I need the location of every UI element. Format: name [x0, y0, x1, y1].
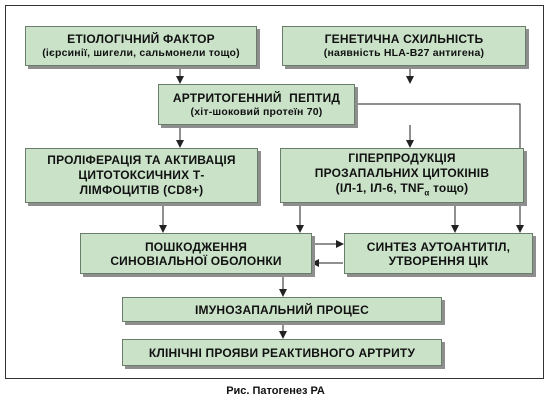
etiological-factor-box: ЕТІОЛОГІЧНИЙ ФАКТОР (ієрсинії, шигели, с…	[25, 26, 257, 66]
genetic-predisposition-box: ГЕНЕТИЧНА СХИЛЬНІСТЬ (наявність HLA-B27 …	[282, 26, 526, 66]
hyperproduction-line-3: (ІЛ-1, ІЛ-6, TNFα тощо)	[335, 180, 469, 198]
clinical-manifestations-title: КЛІНІЧНІ ПРОЯВИ РЕАКТИВНОГО АРТРИТУ	[148, 345, 416, 360]
proliferation-line-3: ЛІМФОЦИТІВ (CD8+)	[79, 183, 204, 197]
autoantibodies-line-1: СИНТЕЗ АУТОАНТИТІЛ,	[366, 239, 511, 254]
clinical-manifestations-box: КЛІНІЧНІ ПРОЯВИ РЕАКТИВНОГО АРТРИТУ	[122, 339, 442, 366]
arthritogenic-peptide-subtitle: (хіт-шоковий протеїн 70)	[190, 105, 323, 118]
arthritogenic-peptide-title: АРТРИТОГЕННИЙ ПЕПТИД	[172, 90, 341, 105]
arthritogenic-peptide-box: АРТРИТОГЕННИЙ ПЕПТИД (хіт-шоковий протеї…	[158, 84, 355, 125]
synovial-damage-line-2: СИНОВІАЛЬНОЇ ОБОЛОНКИ	[110, 253, 282, 268]
proliferation-line-1: ПРОЛІФЕРАЦІЯ ТА АКТИВАЦІЯ	[47, 153, 236, 167]
synovial-damage-box: ПОШКОДЖЕННЯ СИНОВІАЛЬНОЇ ОБОЛОНКИ	[80, 233, 312, 274]
immunoinflammatory-box: ІМУНОЗАПАЛЬНИЙ ПРОЦЕС	[122, 297, 442, 322]
genetic-predisposition-subtitle: (наявність HLA-B27 антигена)	[323, 47, 485, 59]
proliferation-line-2: ЦИТОТОКСИЧНИХ Т-	[78, 168, 205, 182]
hyperproduction-box: ГІПЕРПРОДУКЦІЯ ПРОЗАПАЛЬНИХ ЦИТОКІНІВ (І…	[280, 148, 524, 203]
figure-caption: Рис. Патогенез РА	[226, 385, 325, 397]
autoantibodies-line-2: УТВОРЕННЯ ЦІК	[388, 253, 489, 268]
immunoinflammatory-title: ІМУНОЗАПАЛЬНИЙ ПРОЦЕС	[195, 302, 369, 317]
synovial-damage-line-1: ПОШКОДЖЕННЯ	[144, 239, 248, 254]
etiological-factor-title: ЕТІОЛОГІЧНИЙ ФАКТОР	[67, 32, 215, 46]
autoantibodies-box: СИНТЕЗ АУТОАНТИТІЛ, УТВОРЕННЯ ЦІК	[344, 233, 533, 274]
hyperproduction-line-1: ГІПЕРПРОДУКЦІЯ	[348, 150, 456, 165]
etiological-factor-subtitle: (ієрсинії, шигели, сальмонели тощо)	[42, 47, 240, 59]
hyperproduction-line-2: ПРОЗАПАЛЬНИХ ЦИТОКІНІВ	[314, 165, 490, 180]
proliferation-box: ПРОЛІФЕРАЦІЯ ТА АКТИВАЦІЯ ЦИТОТОКСИЧНИХ …	[25, 148, 258, 203]
genetic-predisposition-title: ГЕНЕТИЧНА СХИЛЬНІСТЬ	[324, 32, 484, 46]
